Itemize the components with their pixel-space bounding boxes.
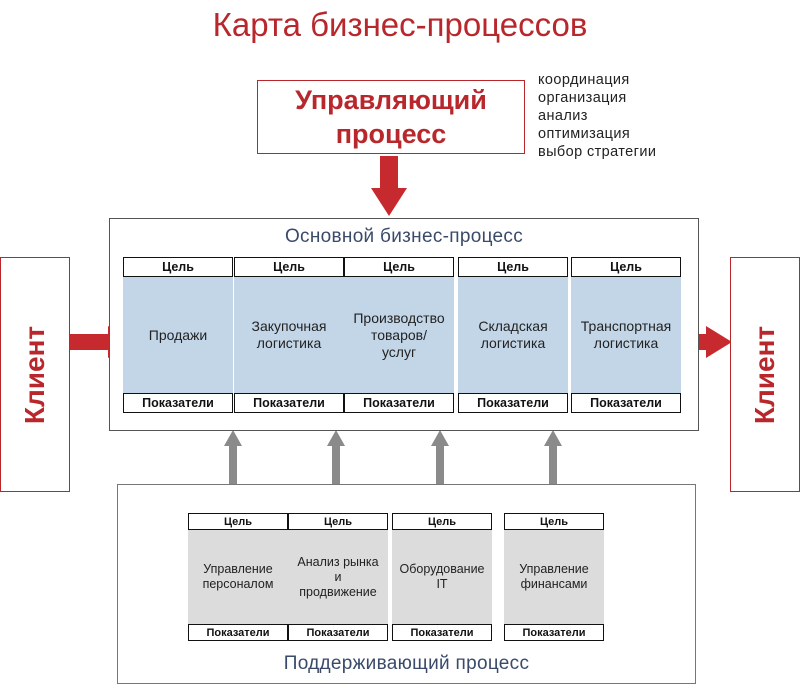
arrow-up-icon [327, 430, 345, 514]
main-process-name: Продажи [123, 277, 233, 393]
kpi-label: Показатели [504, 624, 604, 641]
goal-label: Цель [571, 257, 681, 277]
main-process-name: Производство товаров/ услуг [344, 277, 454, 393]
kpi-label: Показатели [188, 624, 288, 641]
support-process-column: Цель Оборудование IT Показатели [392, 513, 492, 641]
goal-label: Цель [458, 257, 568, 277]
page-title: Карта бизнес-процессов [212, 6, 588, 43]
main-process-column: Цель Закупочная логистика Показатели [234, 257, 344, 413]
support-process-column: Цель Анализ рынка и продвижение Показате… [288, 513, 388, 641]
kpi-label: Показатели [344, 393, 454, 413]
goal-label: Цель [188, 513, 288, 530]
arrow-up-icon [224, 430, 242, 514]
goal-label: Цель [288, 513, 388, 530]
management-function: координация [538, 72, 630, 88]
management-process-box: Управляющий процесс [257, 80, 525, 154]
management-functions-list: координация организация анализ оптимизац… [538, 71, 738, 161]
main-process-column: Цель Транспортная логистика Показатели [571, 257, 681, 413]
arrow-up-icon [544, 430, 562, 514]
support-process-title: Поддерживающий процесс [283, 653, 530, 674]
kpi-label: Показатели [571, 393, 681, 413]
support-process-name: Оборудование IT [392, 530, 492, 624]
kpi-label: Показатели [288, 624, 388, 641]
goal-label: Цель [392, 513, 492, 530]
goal-label: Цель [344, 257, 454, 277]
main-process-name: Складская логистика [458, 277, 568, 393]
arrow-down-icon [371, 156, 407, 216]
main-process-column: Цель Производство товаров/ услуг Показат… [344, 257, 454, 413]
support-process-name: Управление финансами [504, 530, 604, 624]
support-process-column: Цель Управление финансами Показатели [504, 513, 604, 641]
support-process-name: Управление персоналом [188, 530, 288, 624]
main-process-column: Цель Продажи Показатели [123, 257, 233, 413]
support-process-column: Цель Управление персоналом Показатели [188, 513, 288, 641]
client-right-box: Клиент [730, 257, 800, 492]
client-right-label: Клиент [749, 325, 780, 424]
main-process-column: Цель Складская логистика Показатели [458, 257, 568, 413]
management-function: анализ [538, 108, 588, 124]
goal-label: Цель [123, 257, 233, 277]
support-process-name: Анализ рынка и продвижение [288, 530, 388, 624]
main-process-title: Основной бизнес-процесс [284, 226, 524, 247]
kpi-label: Показатели [123, 393, 233, 413]
goal-label: Цель [234, 257, 344, 277]
main-process-name: Транспортная логистика [571, 277, 681, 393]
kpi-label: Показатели [458, 393, 568, 413]
arrow-up-icon [431, 430, 449, 514]
goal-label: Цель [504, 513, 604, 530]
client-left-box: Клиент [0, 257, 70, 492]
main-process-name: Закупочная логистика [234, 277, 344, 393]
client-left-label: Клиент [19, 325, 50, 424]
management-function: организация [538, 90, 627, 106]
management-function: оптимизация [538, 126, 631, 142]
management-function: выбор стратегии [538, 144, 657, 160]
kpi-label: Показатели [234, 393, 344, 413]
kpi-label: Показатели [392, 624, 492, 641]
